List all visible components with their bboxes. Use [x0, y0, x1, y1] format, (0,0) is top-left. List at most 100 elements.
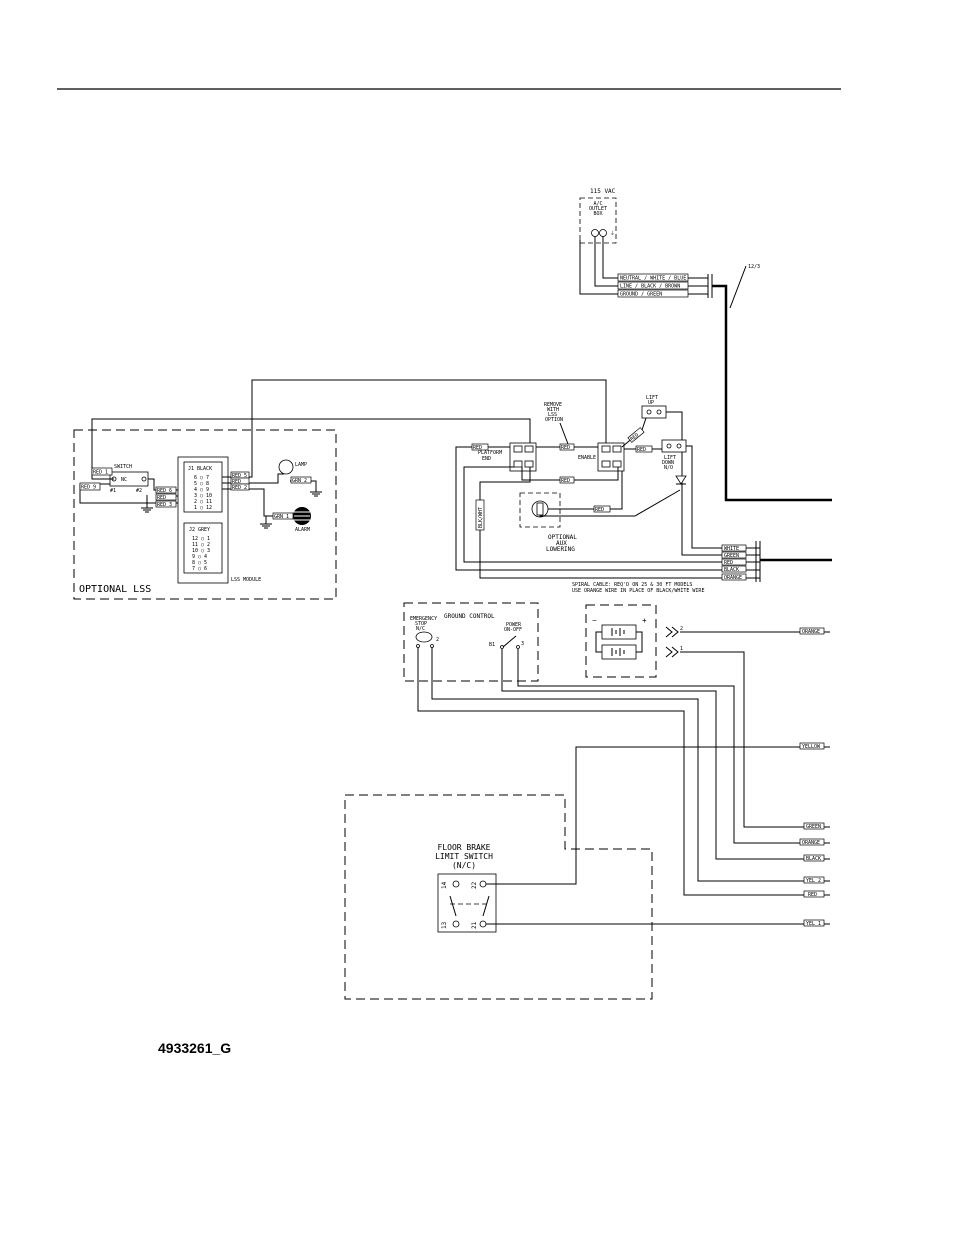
- wire-yel1: YEL 1: [806, 921, 821, 927]
- svg-text:ON-OFF: ON-OFF: [504, 627, 522, 633]
- svg-text:OPTION: OPTION: [545, 417, 563, 423]
- svg-text:5 ○ 8: 5 ○ 8: [194, 481, 209, 487]
- svg-text:RED 5: RED 5: [232, 473, 247, 479]
- enable-label: ENABLE: [578, 455, 596, 461]
- platform-controls: PLATFORM END ENABLE REMOVE WITH LSS OPTI…: [455, 395, 832, 594]
- svg-text:LSS: LSS: [548, 412, 557, 418]
- ground-control-boundary: [403, 602, 539, 682]
- svg-text:RED: RED: [724, 560, 733, 566]
- svg-text:6 ○ 7: 6 ○ 7: [194, 475, 209, 481]
- battery-minus: −: [592, 616, 597, 625]
- svg-text:BLK/WHT: BLK/WHT: [478, 507, 484, 528]
- svg-text:FLOOR BRAKE: FLOOR BRAKE: [438, 843, 491, 852]
- wire-black: BLACK: [806, 856, 821, 862]
- wire-yel2: YEL 2: [806, 878, 821, 884]
- svg-text:(N/C): (N/C): [452, 861, 476, 870]
- lss-boundary: [73, 429, 337, 600]
- svg-text:END: END: [482, 456, 491, 462]
- outlet-box: [579, 197, 617, 244]
- outlet-terminal-neutral: [591, 229, 599, 237]
- svg-text:BLACK: BLACK: [724, 567, 739, 573]
- lss-wire-red1: RED 1: [93, 470, 108, 476]
- svg-text:LIFT: LIFT: [646, 395, 658, 401]
- svg-text:A/C: A/C: [593, 201, 602, 207]
- wire-orange: ORANGE: [802, 840, 820, 846]
- j2-connector: [183, 522, 223, 574]
- ground-control: GROUND CONTROL EMERGENCY STOP N/C 2 POWE…: [403, 602, 830, 896]
- lamp-icon: [278, 459, 294, 475]
- svg-text:GREEN: GREEN: [724, 553, 739, 559]
- floor-brake-limit-switch: FLOOR BRAKE LIMIT SWITCH (N/C) 14 22 13 …: [344, 746, 830, 1000]
- svg-text:9 ○ 4: 9 ○ 4: [192, 554, 207, 560]
- svg-text:1: 1: [680, 646, 683, 652]
- svg-text:21: 21: [471, 921, 478, 929]
- svg-text:2 ○ 11: 2 ○ 11: [194, 499, 212, 505]
- lift-down-switch: [661, 439, 687, 453]
- svg-text:2: 2: [436, 637, 439, 643]
- j1-connector: [183, 461, 223, 513]
- svg-text:RED: RED: [473, 445, 482, 451]
- svg-text:⏚: ⏚: [610, 230, 615, 237]
- svg-text:WHITE: WHITE: [724, 546, 739, 552]
- svg-text:PLATFORM: PLATFORM: [478, 450, 502, 456]
- svg-text:1 ○ 12: 1 ○ 12: [194, 505, 212, 511]
- svg-text:#1: #1: [110, 488, 116, 494]
- svg-text:LOWERING: LOWERING: [546, 546, 575, 553]
- battery-plus: +: [642, 616, 647, 625]
- wire-green: GREEN: [806, 824, 821, 830]
- right-wire-labels: ORANGE YELLOW GREEN ORANGE BLACK YEL 2 R…: [799, 627, 825, 927]
- svg-text:DOWN: DOWN: [662, 460, 674, 466]
- svg-text:RED: RED: [157, 495, 166, 501]
- ground-control-title: GROUND CONTROL: [444, 613, 495, 620]
- outlet-voltage: 115 VAC: [590, 188, 616, 195]
- svg-text:SPIRAL CABLE: REQ'D ON 25 & 30: SPIRAL CABLE: REQ'D ON 25 & 30 FT MODELS: [572, 582, 692, 588]
- ac-outlet: 115 VAC A/C OUTLET BOX ⏚ NEUTRAL / WHITE…: [579, 188, 832, 502]
- svg-text:LIFT: LIFT: [664, 455, 676, 461]
- wire-yellow: YELLOW: [802, 744, 821, 750]
- battery: − + 2 1: [585, 604, 830, 828]
- svg-text:RED 2: RED 2: [232, 485, 247, 491]
- lss-title: OPTIONAL LSS: [79, 584, 151, 595]
- svg-text:WITH: WITH: [547, 407, 559, 413]
- outlet-terminal-line: [599, 229, 607, 237]
- svg-text:BOX: BOX: [593, 211, 602, 217]
- svg-text:POWER: POWER: [506, 622, 522, 628]
- drawing-number: 4933261_G: [158, 1040, 232, 1056]
- cable-tag: 12/3: [748, 264, 760, 270]
- wire-orange-battery: ORANGE: [802, 629, 820, 635]
- svg-text:11 ○ 2: 11 ○ 2: [192, 542, 210, 548]
- svg-text:RED: RED: [595, 507, 604, 513]
- emergency-stop-button: [415, 631, 433, 643]
- svg-text:RED: RED: [629, 432, 640, 442]
- svg-text:N/C: N/C: [416, 626, 425, 632]
- svg-text:22: 22: [471, 881, 478, 889]
- svg-text:AUX: AUX: [556, 540, 567, 547]
- lamp-label: LAMP: [295, 462, 307, 468]
- main-cable: [712, 284, 832, 502]
- power-switch: [502, 635, 517, 648]
- svg-text:NC: NC: [121, 477, 127, 483]
- svg-text:ORANGE: ORANGE: [724, 575, 742, 581]
- svg-text:#2: #2: [136, 488, 142, 494]
- optional-lss: OPTIONAL LSS SWITCH NC #1 #2 RED 1 RED 9…: [73, 379, 607, 600]
- svg-text:3: 3: [521, 641, 524, 647]
- outlet-wire-neutral: NEUTRAL / WHITE / BLUE: [620, 276, 686, 282]
- svg-text:UP: UP: [648, 400, 654, 406]
- svg-text:STOP: STOP: [415, 621, 427, 627]
- svg-text:RED 3: RED 3: [157, 502, 172, 508]
- diode-icon: [675, 475, 687, 485]
- lss-wire-red9: RED 9: [81, 485, 96, 491]
- battery-cell-top: [601, 624, 637, 640]
- svg-text:REMOVE: REMOVE: [544, 402, 562, 408]
- svg-text:2: 2: [680, 626, 683, 632]
- svg-text:OPTIONAL: OPTIONAL: [548, 534, 577, 541]
- svg-text:OUTLET: OUTLET: [589, 206, 607, 212]
- svg-text:RED: RED: [561, 445, 570, 451]
- svg-text:GRN 1: GRN 1: [274, 514, 289, 520]
- lift-up-switch: [641, 405, 667, 419]
- lss-module-label: LSS MODULE: [231, 577, 261, 583]
- battery-boundary: [585, 604, 657, 678]
- svg-text:8 ○ 5: 8 ○ 5: [192, 560, 207, 566]
- svg-text:RED: RED: [232, 479, 241, 485]
